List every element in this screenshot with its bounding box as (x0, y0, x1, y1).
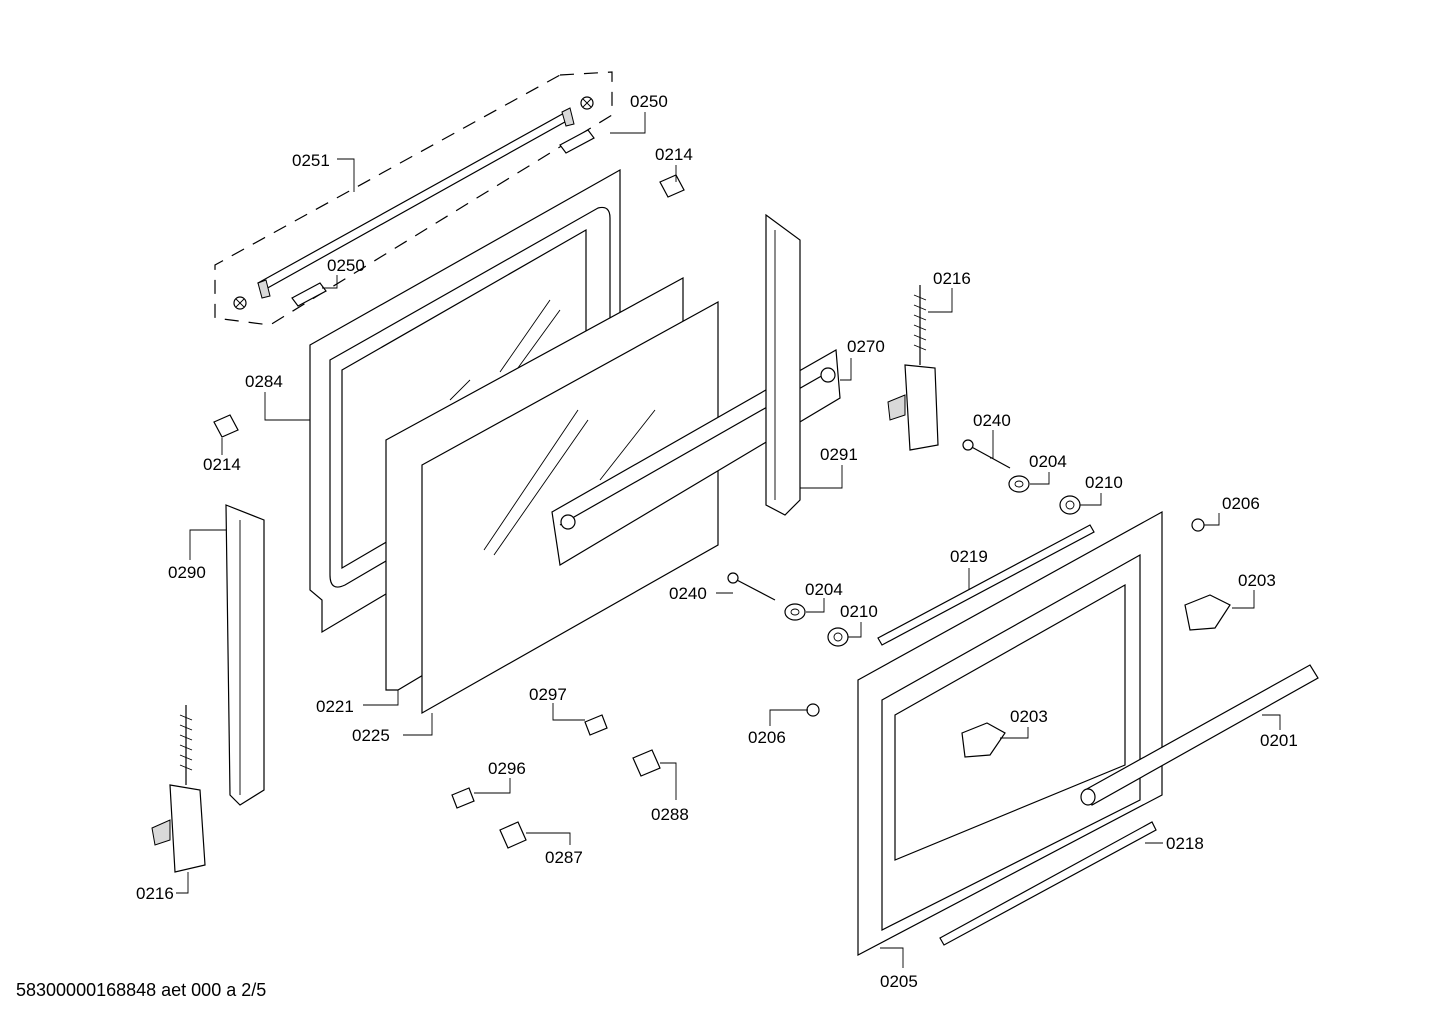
callout-labels: 0250 0251 0214 0250 0216 0270 0284 0214 … (136, 92, 1298, 991)
part-0203-handle-bracket-center (961, 722, 1006, 758)
part-0297-clip (584, 714, 608, 736)
part-0288-clip (632, 749, 661, 777)
part-0204-washer-upper (1008, 475, 1030, 493)
callout-0219: 0219 (950, 547, 988, 566)
part-0216-hinge-left (151, 705, 206, 873)
callout-0205: 0205 (880, 972, 918, 991)
leader-lines (176, 112, 1281, 968)
callout-0297: 0297 (529, 685, 567, 704)
part-0290-hinge-bracket-left (225, 504, 265, 806)
part-0214-clip-left (213, 414, 239, 438)
callout-0214-lower: 0214 (203, 455, 241, 474)
part-0206-cap-upper (1191, 518, 1205, 532)
part-0240-bolt-upper (962, 439, 1011, 469)
callout-0210-upper: 0210 (1085, 473, 1123, 492)
part-0205-outer-door (857, 510, 1163, 956)
callout-0210-lower: 0210 (840, 602, 878, 621)
part-0204-washer-lower (784, 603, 806, 621)
part-0203-handle-bracket-right (1184, 594, 1231, 631)
callout-0214-upper: 0214 (655, 145, 693, 164)
callout-0290: 0290 (168, 563, 206, 582)
part-0206-cap-lower (806, 703, 820, 717)
document-code: 58300000168848 aet 000 a 2/5 (16, 980, 267, 1000)
callout-0251: 0251 (292, 151, 330, 170)
part-screw-top-right (580, 96, 594, 110)
part-spacer-left (291, 282, 327, 307)
callout-0288: 0288 (651, 805, 689, 824)
part-0216-hinge-right (887, 285, 939, 451)
callout-0204-lower: 0204 (805, 580, 843, 599)
part-0296-clip (451, 787, 475, 809)
callout-0206-lower: 0206 (748, 728, 786, 747)
callout-0250-lower: 0250 (327, 256, 365, 275)
part-0219-seal-strip (877, 524, 1095, 646)
part-spacer-top-right (559, 129, 595, 154)
callout-0240-upper: 0240 (973, 411, 1011, 430)
callout-0216-lower: 0216 (136, 884, 174, 903)
part-0251-top-handle (257, 107, 575, 299)
part-0240-bolt-lower (727, 572, 776, 601)
callout-0225: 0225 (352, 726, 390, 745)
callout-0270: 0270 (847, 337, 885, 356)
part-0214-clip-top (659, 174, 685, 198)
callout-0296: 0296 (488, 759, 526, 778)
callout-0203-right: 0203 (1238, 571, 1276, 590)
part-0287-clip (499, 821, 527, 849)
part-0201-handle-tube (1080, 664, 1319, 806)
callout-0218: 0218 (1166, 834, 1204, 853)
part-0210-bushing-upper (1059, 495, 1081, 515)
callout-0284: 0284 (245, 372, 283, 391)
callout-0203-center: 0203 (1010, 707, 1048, 726)
handle-group-outline (214, 71, 613, 326)
part-0291-hinge-bracket-right (765, 213, 801, 516)
part-screw-left (233, 296, 247, 310)
callout-0201: 0201 (1260, 731, 1298, 750)
part-0210-bushing-lower (827, 627, 849, 647)
callout-0287: 0287 (545, 848, 583, 867)
part-0218-bottom-seal (939, 821, 1157, 946)
callout-0216-upper: 0216 (933, 269, 971, 288)
callout-0206-upper: 0206 (1222, 494, 1260, 513)
callout-0221: 0221 (316, 697, 354, 716)
callout-0250-upper: 0250 (630, 92, 668, 111)
callout-0240-lower: 0240 (669, 584, 707, 603)
callout-0291: 0291 (820, 445, 858, 464)
callout-0204-upper: 0204 (1029, 452, 1067, 471)
